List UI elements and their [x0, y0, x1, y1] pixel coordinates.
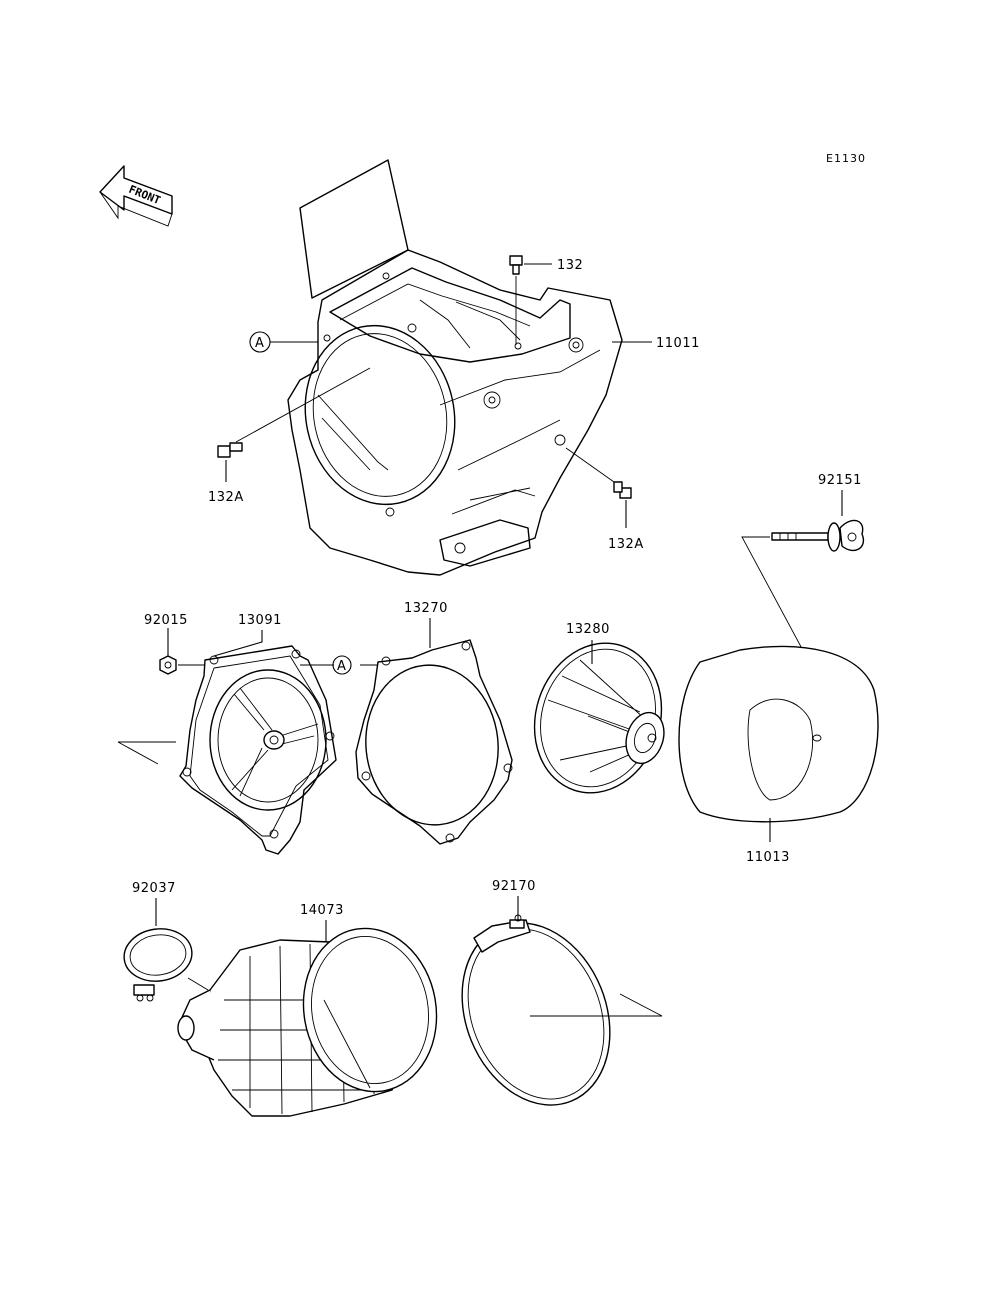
- label-13091: 13091: [238, 613, 282, 628]
- callout-a-middle: A: [300, 655, 352, 675]
- filter-holder-13091: 13091: [117, 613, 337, 855]
- filter-cage-13280: 13280: [533, 622, 665, 794]
- bolt-132a-left: 132A: [208, 367, 371, 505]
- callout-a-upper: A: [249, 331, 318, 353]
- front-arrow: FRONT: [99, 165, 173, 227]
- label-13280: 13280: [566, 622, 610, 637]
- label-14073: 14073: [300, 903, 344, 918]
- bolt-132: 132: [509, 255, 583, 345]
- label-11011: 11011: [656, 336, 700, 351]
- bolt-132a-right: 132A: [565, 447, 644, 552]
- gasket-13270: 13270: [355, 601, 513, 845]
- label-13270: 13270: [404, 601, 448, 616]
- label-132a-left: 132A: [208, 490, 244, 505]
- clamp-92037: 92037: [123, 881, 209, 1002]
- svg-text:A: A: [337, 659, 346, 674]
- label-11013: 11013: [746, 850, 790, 865]
- label-132a-right: 132A: [608, 537, 644, 552]
- label-92170: 92170: [492, 879, 536, 894]
- svg-text:A: A: [255, 336, 264, 351]
- label-92151: 92151: [818, 473, 862, 488]
- label-92037: 92037: [132, 881, 176, 896]
- air-filter-element-11013: 11013: [678, 645, 879, 865]
- clamp-92170: 92170: [461, 879, 663, 1106]
- air-box-housing: [287, 159, 623, 576]
- reference-code: E1130: [826, 152, 866, 165]
- air-duct-14073: 14073: [177, 903, 438, 1117]
- label-92015: 92015: [144, 613, 188, 628]
- label-132: 132: [557, 258, 583, 273]
